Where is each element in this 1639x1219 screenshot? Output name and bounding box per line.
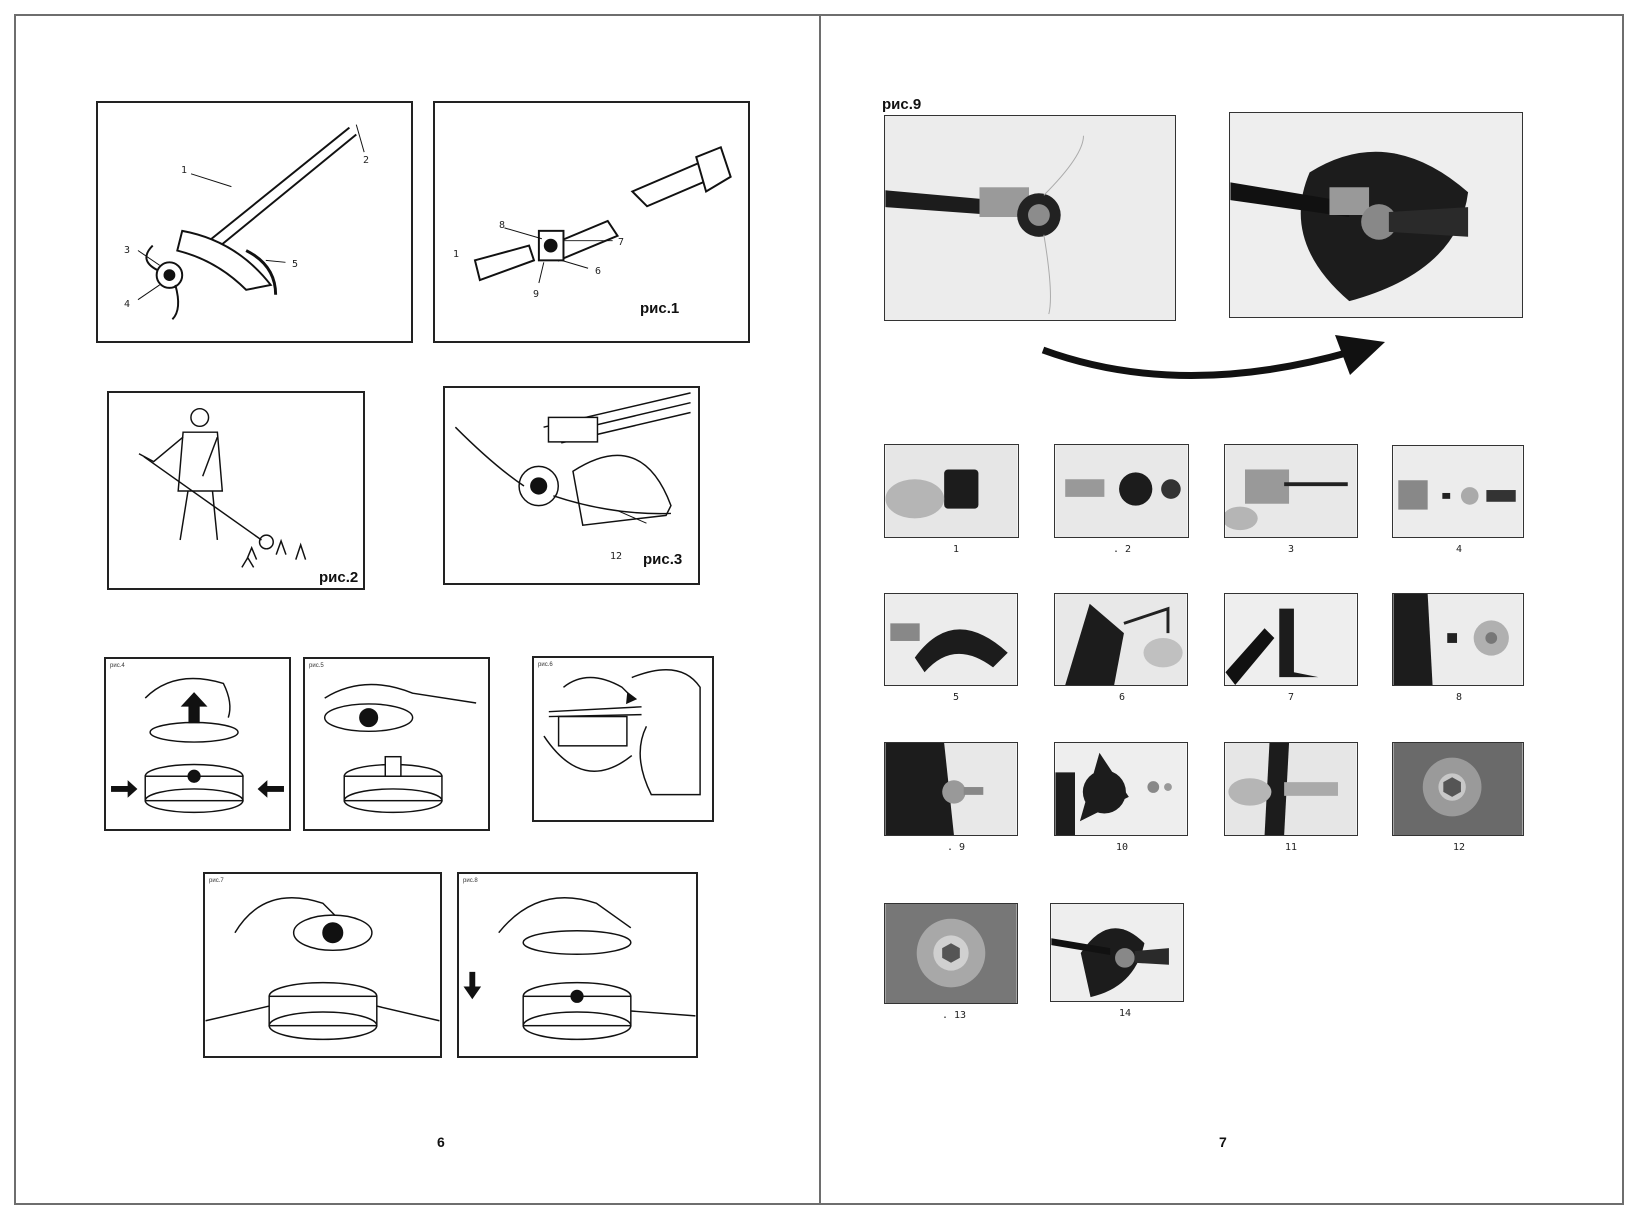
spool-insert-drawing	[205, 897, 440, 1041]
step-photo-8	[1392, 593, 1524, 686]
step-caption-3: 3	[1287, 544, 1295, 555]
figure-4: рис.4	[104, 657, 291, 831]
figure-5: рис.5	[303, 657, 490, 831]
figure-label-fig4: рис.4	[110, 663, 125, 669]
step-photo-10	[1054, 742, 1188, 836]
figure-label-fig5: рис.5	[309, 663, 324, 669]
step-caption-11: 11	[1284, 842, 1298, 853]
figure-head-guard: 12 рис.3	[443, 386, 700, 585]
step-caption-5: 5	[952, 692, 960, 703]
step-photo-6	[1054, 593, 1188, 686]
figure-label-fig8: рис.8	[463, 878, 478, 884]
photo-blade-guard	[1229, 112, 1523, 318]
callout-2: 2	[363, 155, 370, 166]
blade-guard-photo	[1230, 113, 1522, 317]
callout-3: 3	[124, 245, 131, 256]
figure-trimmer-shaft: 1 2 3 4 5	[96, 101, 413, 343]
line-winding-drawing	[543, 668, 701, 796]
step-caption-14: 14	[1118, 1008, 1132, 1019]
callout-8: 8	[499, 220, 506, 231]
step-caption-7: 7	[1287, 692, 1295, 703]
step-photo-5	[884, 593, 1018, 686]
page-number-right: 7	[1219, 1134, 1227, 1150]
coupling-drawing	[473, 145, 732, 284]
step-caption-1: 1	[952, 544, 960, 555]
step-caption-2: . 2	[1112, 544, 1132, 555]
step-photo-3	[1224, 444, 1358, 538]
step-photo-2	[1054, 444, 1189, 538]
step-caption-12: 12	[1452, 842, 1466, 853]
step-photo-11	[1224, 742, 1358, 836]
step-caption-13: . 13	[941, 1010, 967, 1021]
step-photo-4	[1392, 445, 1524, 538]
callout-7: 7	[618, 237, 625, 248]
callout-6: 6	[595, 266, 602, 277]
step-caption-4: 4	[1455, 544, 1463, 555]
arrow-right-icon	[1041, 335, 1385, 379]
step-photo-12	[1392, 742, 1524, 836]
callout-4: 4	[124, 299, 131, 310]
spool-remove-drawing	[111, 677, 284, 814]
step-photo-13	[884, 903, 1018, 1004]
spool-lift-drawing	[323, 683, 477, 814]
step-photo-7	[1224, 593, 1358, 686]
step-caption-6: 6	[1118, 692, 1126, 703]
step-caption-10: 10	[1115, 842, 1129, 853]
figure-label-fig6: рис.6	[538, 662, 553, 668]
figure-label-fig2: рис.2	[319, 569, 359, 586]
cover-replace-drawing	[463, 897, 696, 1041]
head-guard-drawing	[454, 392, 691, 526]
trimmer-head-photo	[885, 116, 1175, 320]
callout-9: 9	[533, 289, 540, 300]
photo-trimmer-head	[884, 115, 1176, 321]
page-number-left: 6	[437, 1134, 445, 1150]
operator-drawing	[138, 407, 307, 568]
figure-label-fig3: рис.3	[643, 551, 683, 568]
trimmer-shaft-drawing	[137, 124, 365, 321]
figure-8: рис.8	[457, 872, 698, 1058]
step-photo-14	[1050, 903, 1184, 1002]
step-photo-1	[884, 444, 1019, 538]
callout-5: 5	[292, 259, 299, 270]
figure-label-fig1: рис.1	[640, 300, 680, 317]
step-caption-9: . 9	[946, 842, 966, 853]
callout-1: 1	[181, 165, 188, 176]
figure-7: рис.7	[203, 872, 442, 1058]
figure-operator: рис.2	[107, 391, 365, 590]
page-divider	[819, 14, 821, 1205]
figure-label-fig7: рис.7	[209, 878, 224, 884]
step-photo-9	[884, 742, 1018, 836]
figure-label-fig9: рис.9	[882, 96, 922, 113]
callout-1b: 1	[453, 249, 460, 260]
figure-coupling-detail: 8 7 1 6 9 рис.1	[433, 101, 750, 343]
callout-12: 12	[610, 551, 623, 562]
step-caption-8: 8	[1455, 692, 1463, 703]
figure-6: рис.6	[532, 656, 714, 822]
